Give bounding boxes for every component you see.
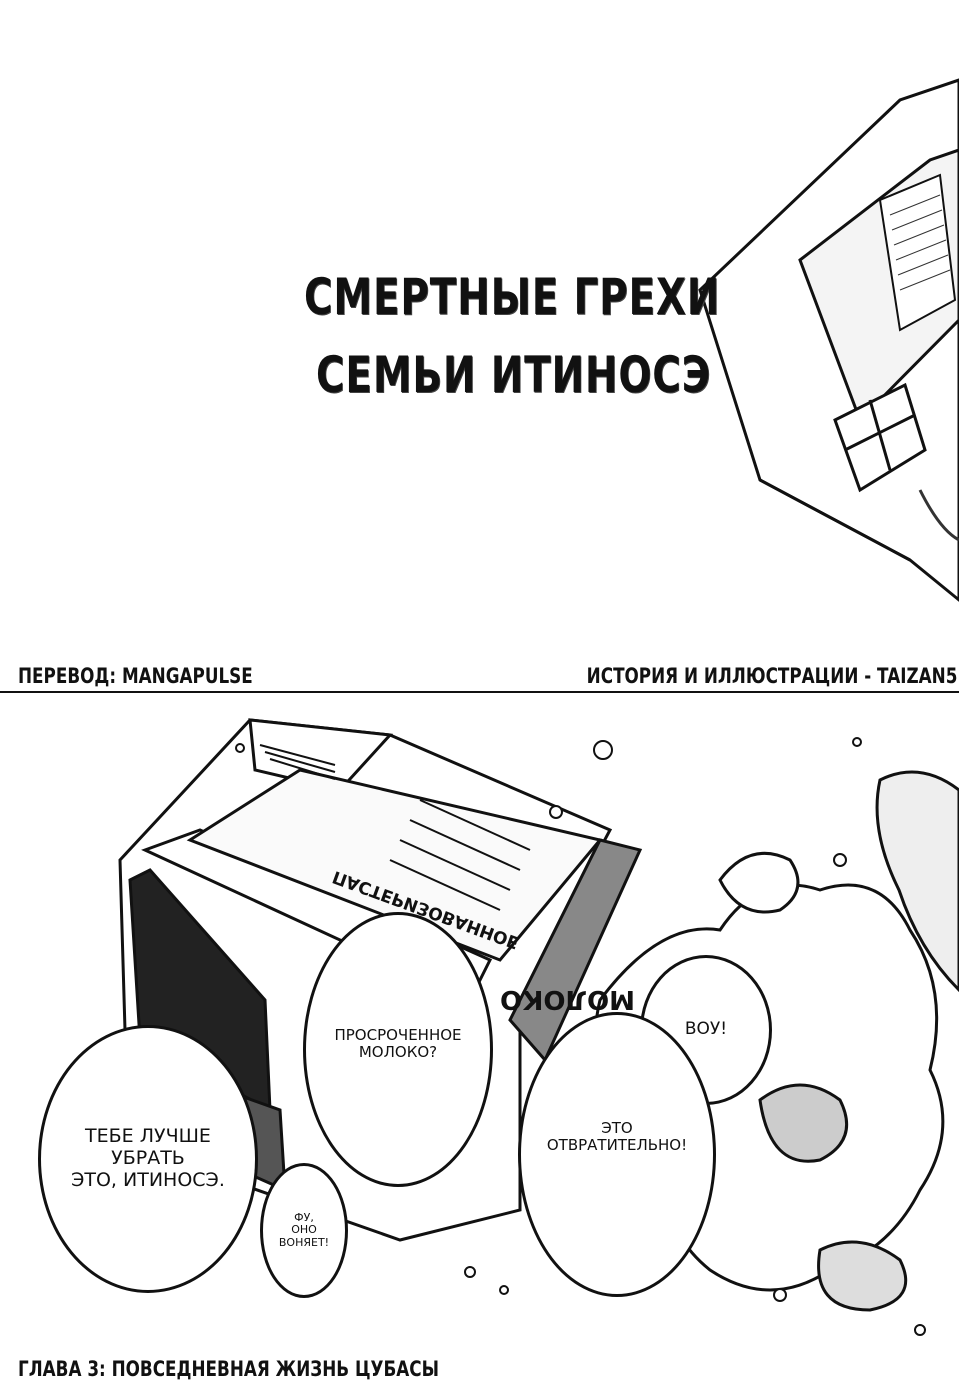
- bubble-line: ВОНЯЕТ!: [278, 1235, 330, 1249]
- bubble-line: ЭТО: [601, 1119, 633, 1137]
- bubble-line: ПРОСРОЧЕННОЕ: [334, 1026, 462, 1044]
- bubble-line: ФУ,: [294, 1210, 314, 1224]
- bubble-line: МОЛОКО?: [358, 1043, 438, 1062]
- top-carton-illustration: [0, 78, 959, 693]
- bubble-line: ОТВРАТИТЕЛЬНО!: [546, 1136, 688, 1155]
- manga-title-line1: СМЕРТНЫЕ ГРЕХИ: [304, 268, 721, 326]
- bubble-line: УБРАТЬ: [111, 1147, 185, 1170]
- bubble-line: ТЕБЕ ЛУЧШЕ: [85, 1125, 211, 1148]
- chapter-title: ГЛАВА 3: ПОВСЕДНЕВНАЯ ЖИЗНЬ ЦУБАСЫ: [18, 1357, 440, 1381]
- translation-credit: ПЕРЕВОД: MANGAPULSE: [18, 664, 253, 688]
- carton-label-milk: МОЛОКО: [500, 984, 636, 1014]
- author-credit: ИСТОРИЯ И ИЛЛЮСТРАЦИИ - TAIZAN5: [586, 664, 957, 688]
- bubble-line: ВОУ!: [684, 1019, 728, 1040]
- bubble-line: ОНО: [291, 1223, 317, 1237]
- bubble-line: ЭТО, ИТИНОСЭ.: [71, 1168, 225, 1191]
- manga-title-line2: СЕМЬИ ИТИНОСЭ: [316, 346, 712, 404]
